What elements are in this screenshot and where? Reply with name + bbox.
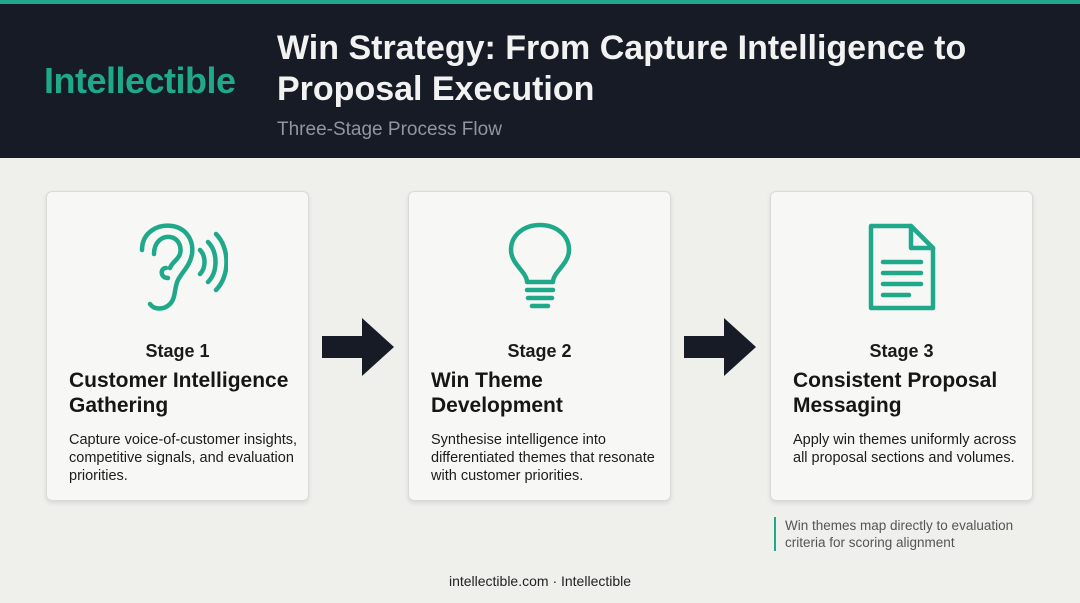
- page-title: Win Strategy: From Capture Intelligence …: [277, 29, 967, 108]
- stage-card-2: Stage 2 Win Theme Development Synthesise…: [408, 191, 671, 501]
- document-icon: [868, 223, 935, 311]
- stage-title: Customer Intelligence Gathering: [69, 369, 289, 417]
- footer-text: intellectible.com · Intellectible: [448, 573, 632, 589]
- stage-title: Win Theme Development: [431, 369, 563, 417]
- page-subtitle: Three-Stage Process Flow: [277, 119, 502, 140]
- brand-logo: Intellectible: [44, 60, 236, 101]
- stage-label: Stage 2: [507, 341, 572, 361]
- stage-label: Stage 3: [869, 341, 934, 361]
- stage-description: Capture voice-of-customer insights, comp…: [69, 432, 298, 484]
- scoring-note: Win themes map directly to evaluation cr…: [774, 517, 1044, 551]
- header-banner: Intellectible Win Strategy: From Capture…: [0, 0, 1080, 158]
- stage-card-3: Stage 3 Consistent Proposal Messaging Ap…: [770, 191, 1033, 501]
- stage-description: Synthesise intelligence into differentia…: [431, 432, 655, 484]
- arrow-right-icon: [322, 318, 394, 376]
- stage-title: Consistent Proposal Messaging: [793, 369, 998, 417]
- lightbulb-icon: [508, 222, 571, 309]
- stage-description: Apply win themes uniformly across all pr…: [793, 432, 1017, 466]
- stage-card-1: Stage 1 Customer Intelligence Gathering …: [46, 191, 309, 501]
- stage-label: Stage 1: [145, 341, 210, 361]
- arrow-right-icon: [684, 318, 756, 376]
- ear-listening-icon: [139, 223, 228, 311]
